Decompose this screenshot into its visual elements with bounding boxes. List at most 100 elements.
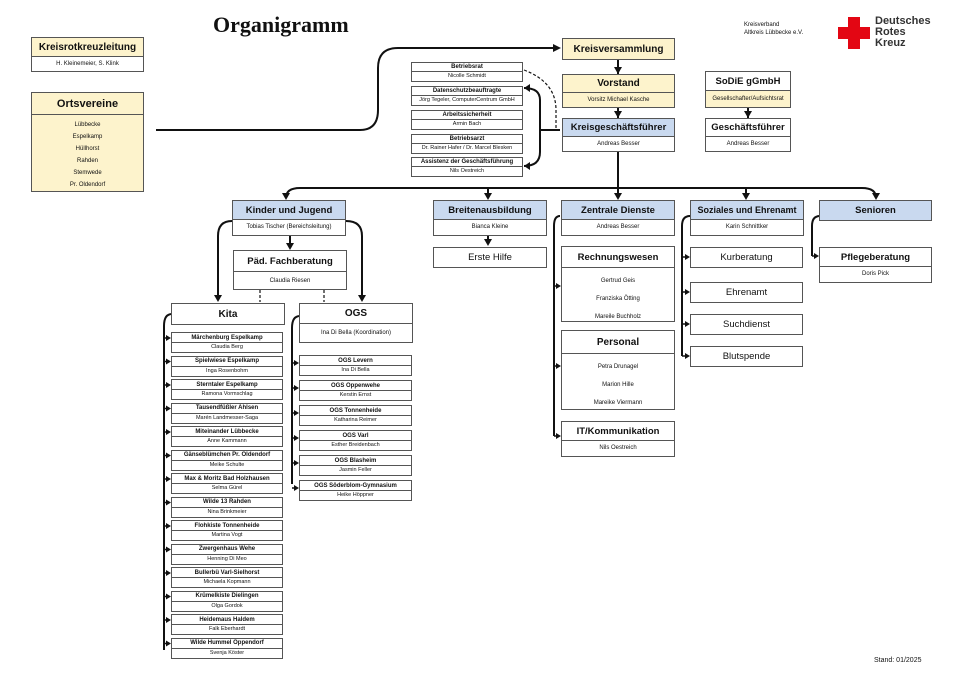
sozial-item: Blutspende <box>690 346 803 367</box>
pflege-name: Doris Pick <box>861 271 889 277</box>
kita-item-title: Tausendfüßler Ahlsen <box>172 404 282 414</box>
sodie-title: SoDiE gGmbH <box>706 72 790 91</box>
connector-arrowhead <box>294 410 299 416</box>
paed-box: Päd. Fachberatung Claudia Riesen <box>233 250 347 290</box>
kreisversammlung-box: Kreisversammlung <box>562 38 675 60</box>
connector-arrowhead <box>294 360 299 366</box>
gf-box: Geschäftsführer Andreas Besser <box>705 118 791 152</box>
sozial-item: Suchdienst <box>690 314 803 335</box>
connector-arrowhead <box>556 433 561 439</box>
staff-unit-person: Jörg Tegeler, ComputerCentrum GmbH <box>419 97 515 103</box>
rechnung-title: Rechnungswesen <box>562 247 674 268</box>
kita-item-title: Miteinander Lübbecke <box>172 427 282 437</box>
kita-item-person: Selma Gürel <box>211 485 243 491</box>
pflege-title: Pflegeberatung <box>820 248 931 267</box>
paed-title: Päd. Fachberatung <box>234 251 346 272</box>
ogs-name: Ina Di Bella (Koordination) <box>320 330 392 336</box>
ogs-item-title: OGS Levern <box>300 356 411 366</box>
connector-arrowhead <box>166 499 171 506</box>
kita-item-title: Bullerbü Varl-Sielhorst <box>172 568 282 578</box>
personal-person: Petra Drunagel <box>597 364 639 370</box>
kgf-box: Kreisgeschäftsführer Andreas Besser <box>562 118 675 152</box>
sozial-item-title: Suchdienst <box>722 319 770 330</box>
connector-arrowhead <box>685 321 690 327</box>
sozial-title: Soziales und Ehrenamt <box>691 201 803 220</box>
connector-arrowhead <box>166 546 171 553</box>
kreisrotkreuzleitung-title: Kreisrotkreuzleitung <box>32 38 143 57</box>
ortsverein-item: Rahden <box>76 158 99 164</box>
sozial-item-title: Blutspende <box>722 351 771 362</box>
it-box: IT/Kommunikation Nils Oestreich <box>561 421 675 457</box>
ogs-item-title: OGS Blasheim <box>300 456 411 466</box>
ogs-box: OGS Ina Di Bella (Koordination) <box>299 303 413 343</box>
connector-arrowhead <box>166 335 171 341</box>
org-name: Kreisverband Altkreis Lübbecke e.V. <box>744 21 803 37</box>
kita-item-person: Inga Rosenbohm <box>206 367 248 374</box>
ogs-item-title: OGS Söderblom-Gymnasium <box>300 481 411 491</box>
zentral-box: Zentrale Dienste Andreas Besser <box>561 200 675 236</box>
connector-arrowhead <box>294 460 299 466</box>
it-name: Nils Oestreich <box>599 445 637 451</box>
connector-arrowhead <box>294 385 299 391</box>
staff-unit-title: Arbeitssicherheit <box>412 111 522 120</box>
kita-item-title: Krümelkiste Dielingen <box>172 592 282 602</box>
breiten-name: Bianca Kleine <box>471 224 509 230</box>
staff-unit-person: Armin Bach <box>452 121 482 127</box>
connector-arrowhead <box>294 435 299 441</box>
kreisrotkreuzleitung-box: Kreisrotkreuzleitung H. Kleinemeier, S. … <box>31 37 144 72</box>
kgf-name: Andreas Besser <box>597 141 640 147</box>
kita-item-title: Wilde Hummel Oppendorf <box>172 639 282 649</box>
zentral-name: Andreas Besser <box>596 224 640 230</box>
connector-arrowhead <box>166 617 171 623</box>
stand-date: Stand: 01/2025 <box>874 657 922 664</box>
kita-item-person: Anne Kammann <box>207 438 247 444</box>
kita-item-person: Svenja Köster <box>209 649 245 656</box>
org-line2: Altkreis Lübbecke e.V. <box>744 30 804 36</box>
personal-title: Personal <box>562 331 674 354</box>
ortsverein-item: Hüllhorst <box>75 146 100 152</box>
connector-arrowhead <box>166 358 171 365</box>
ortsvereine-box: Ortsvereine Lübbecke Espelkamp Hüllhorst… <box>31 92 144 192</box>
kita-item-person: Michaela Kopmann <box>203 579 251 585</box>
logo-line2: Rotes <box>875 26 906 38</box>
ortsverein-item: Lübbecke <box>74 122 101 128</box>
connector-arrowhead <box>166 523 171 529</box>
staff-unit-title: Assistenz der Geschäftsführung <box>412 158 522 167</box>
connector-arrowhead <box>166 405 171 412</box>
connector-arrowhead <box>166 570 171 576</box>
vorstand-box: Vorstand Vorsitz Michael Kasche <box>562 74 675 108</box>
personal-box: Personal Petra Drunagel Marion Hille Mar… <box>561 330 675 410</box>
connector-arrowhead <box>685 289 690 295</box>
connector-arrowhead <box>556 283 561 289</box>
sozial-name: Karin Schnittker <box>725 224 769 230</box>
connector-arrowhead <box>166 640 171 647</box>
rechnung-person: Gertrud Geis <box>600 278 636 284</box>
kita-item-title: Märchenburg Espelkamp <box>172 333 282 343</box>
ogs-item-person: Kerstin Ernst <box>339 392 372 398</box>
senioren-title: Senioren <box>855 205 896 216</box>
ortsverein-item: Espelkamp <box>72 134 103 140</box>
connector-arrowhead <box>166 382 171 388</box>
pflege-box: Pflegeberatung Doris Pick <box>819 247 932 283</box>
red-cross-icon <box>838 17 870 49</box>
ersthilfe-box: Erste Hilfe <box>433 247 547 268</box>
breiten-title: Breitenausbildung <box>434 201 546 220</box>
connector-arrowhead <box>685 353 690 359</box>
logo-line3: Kreuz <box>875 37 906 49</box>
connector-arrowhead <box>166 593 171 600</box>
staff-unit-title: Betriebsrat <box>412 63 522 72</box>
kita-item-title: Heidemaus Haldem <box>172 615 282 625</box>
kita-item-person: Falk Eberhardt <box>208 626 246 632</box>
rechnung-box: Rechnungswesen Gertrud Geis Franziska Öt… <box>561 246 675 322</box>
personal-person: Marion Hille <box>602 382 634 388</box>
